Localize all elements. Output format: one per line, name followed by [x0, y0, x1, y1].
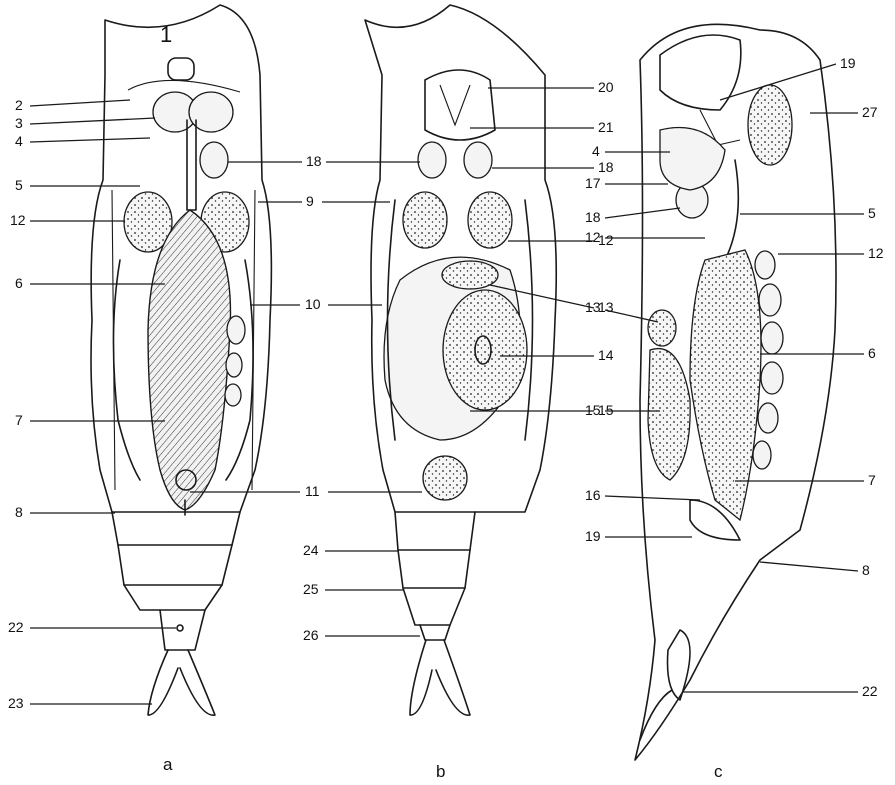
- label-a-23: 23: [8, 695, 24, 711]
- label-c-19-top: 19: [840, 55, 856, 71]
- panel-c-drawing: [635, 24, 836, 760]
- label-a-top: 1: [160, 22, 172, 47]
- label-c-18: 18: [585, 209, 601, 225]
- label-a-2: 2: [15, 97, 23, 113]
- label-c-12-left: 12: [585, 229, 601, 245]
- label-c-7: 7: [868, 472, 876, 488]
- label-a-4: 4: [15, 133, 23, 149]
- label-a-6: 6: [15, 275, 23, 291]
- label-a-7: 7: [15, 412, 23, 428]
- panel-b-drawing: [365, 5, 556, 715]
- label-a-11: 11: [305, 483, 320, 499]
- label-a-12: 12: [10, 212, 26, 228]
- label-a-10: 10: [305, 296, 321, 312]
- label-b-14: 14: [598, 347, 614, 363]
- label-b-21: 21: [598, 119, 614, 135]
- panel-label-c: c: [714, 762, 723, 781]
- label-c-13: 13: [585, 299, 601, 315]
- label-b-18: 18: [598, 159, 614, 175]
- label-a-9: 9: [306, 193, 314, 209]
- label-a-8: 8: [15, 504, 23, 520]
- label-c-17: 17: [585, 175, 601, 191]
- label-b-26: 26: [303, 627, 319, 643]
- label-c-8: 8: [862, 562, 870, 578]
- label-c-12-right: 12: [868, 245, 884, 261]
- label-c-6: 6: [868, 345, 876, 361]
- label-a-18: 18: [306, 153, 322, 169]
- label-c-4: 4: [592, 143, 600, 159]
- label-b-24: 24: [303, 542, 319, 558]
- label-c-5: 5: [868, 205, 876, 221]
- label-b-20: 20: [598, 79, 614, 95]
- label-b-25: 25: [303, 581, 319, 597]
- label-c-16: 16: [585, 487, 601, 503]
- label-a-3: 3: [15, 115, 23, 131]
- label-a-22: 22: [8, 619, 24, 635]
- label-c-15: 15: [585, 402, 601, 418]
- label-a-5: 5: [15, 177, 23, 193]
- label-c-27: 27: [862, 104, 878, 120]
- panel-label-a: a: [163, 755, 173, 774]
- label-c-22: 22: [862, 683, 878, 699]
- label-c-19-bottom: 19: [585, 528, 601, 544]
- panel-label-b: b: [436, 762, 445, 781]
- panel-a-drawing: [91, 5, 271, 715]
